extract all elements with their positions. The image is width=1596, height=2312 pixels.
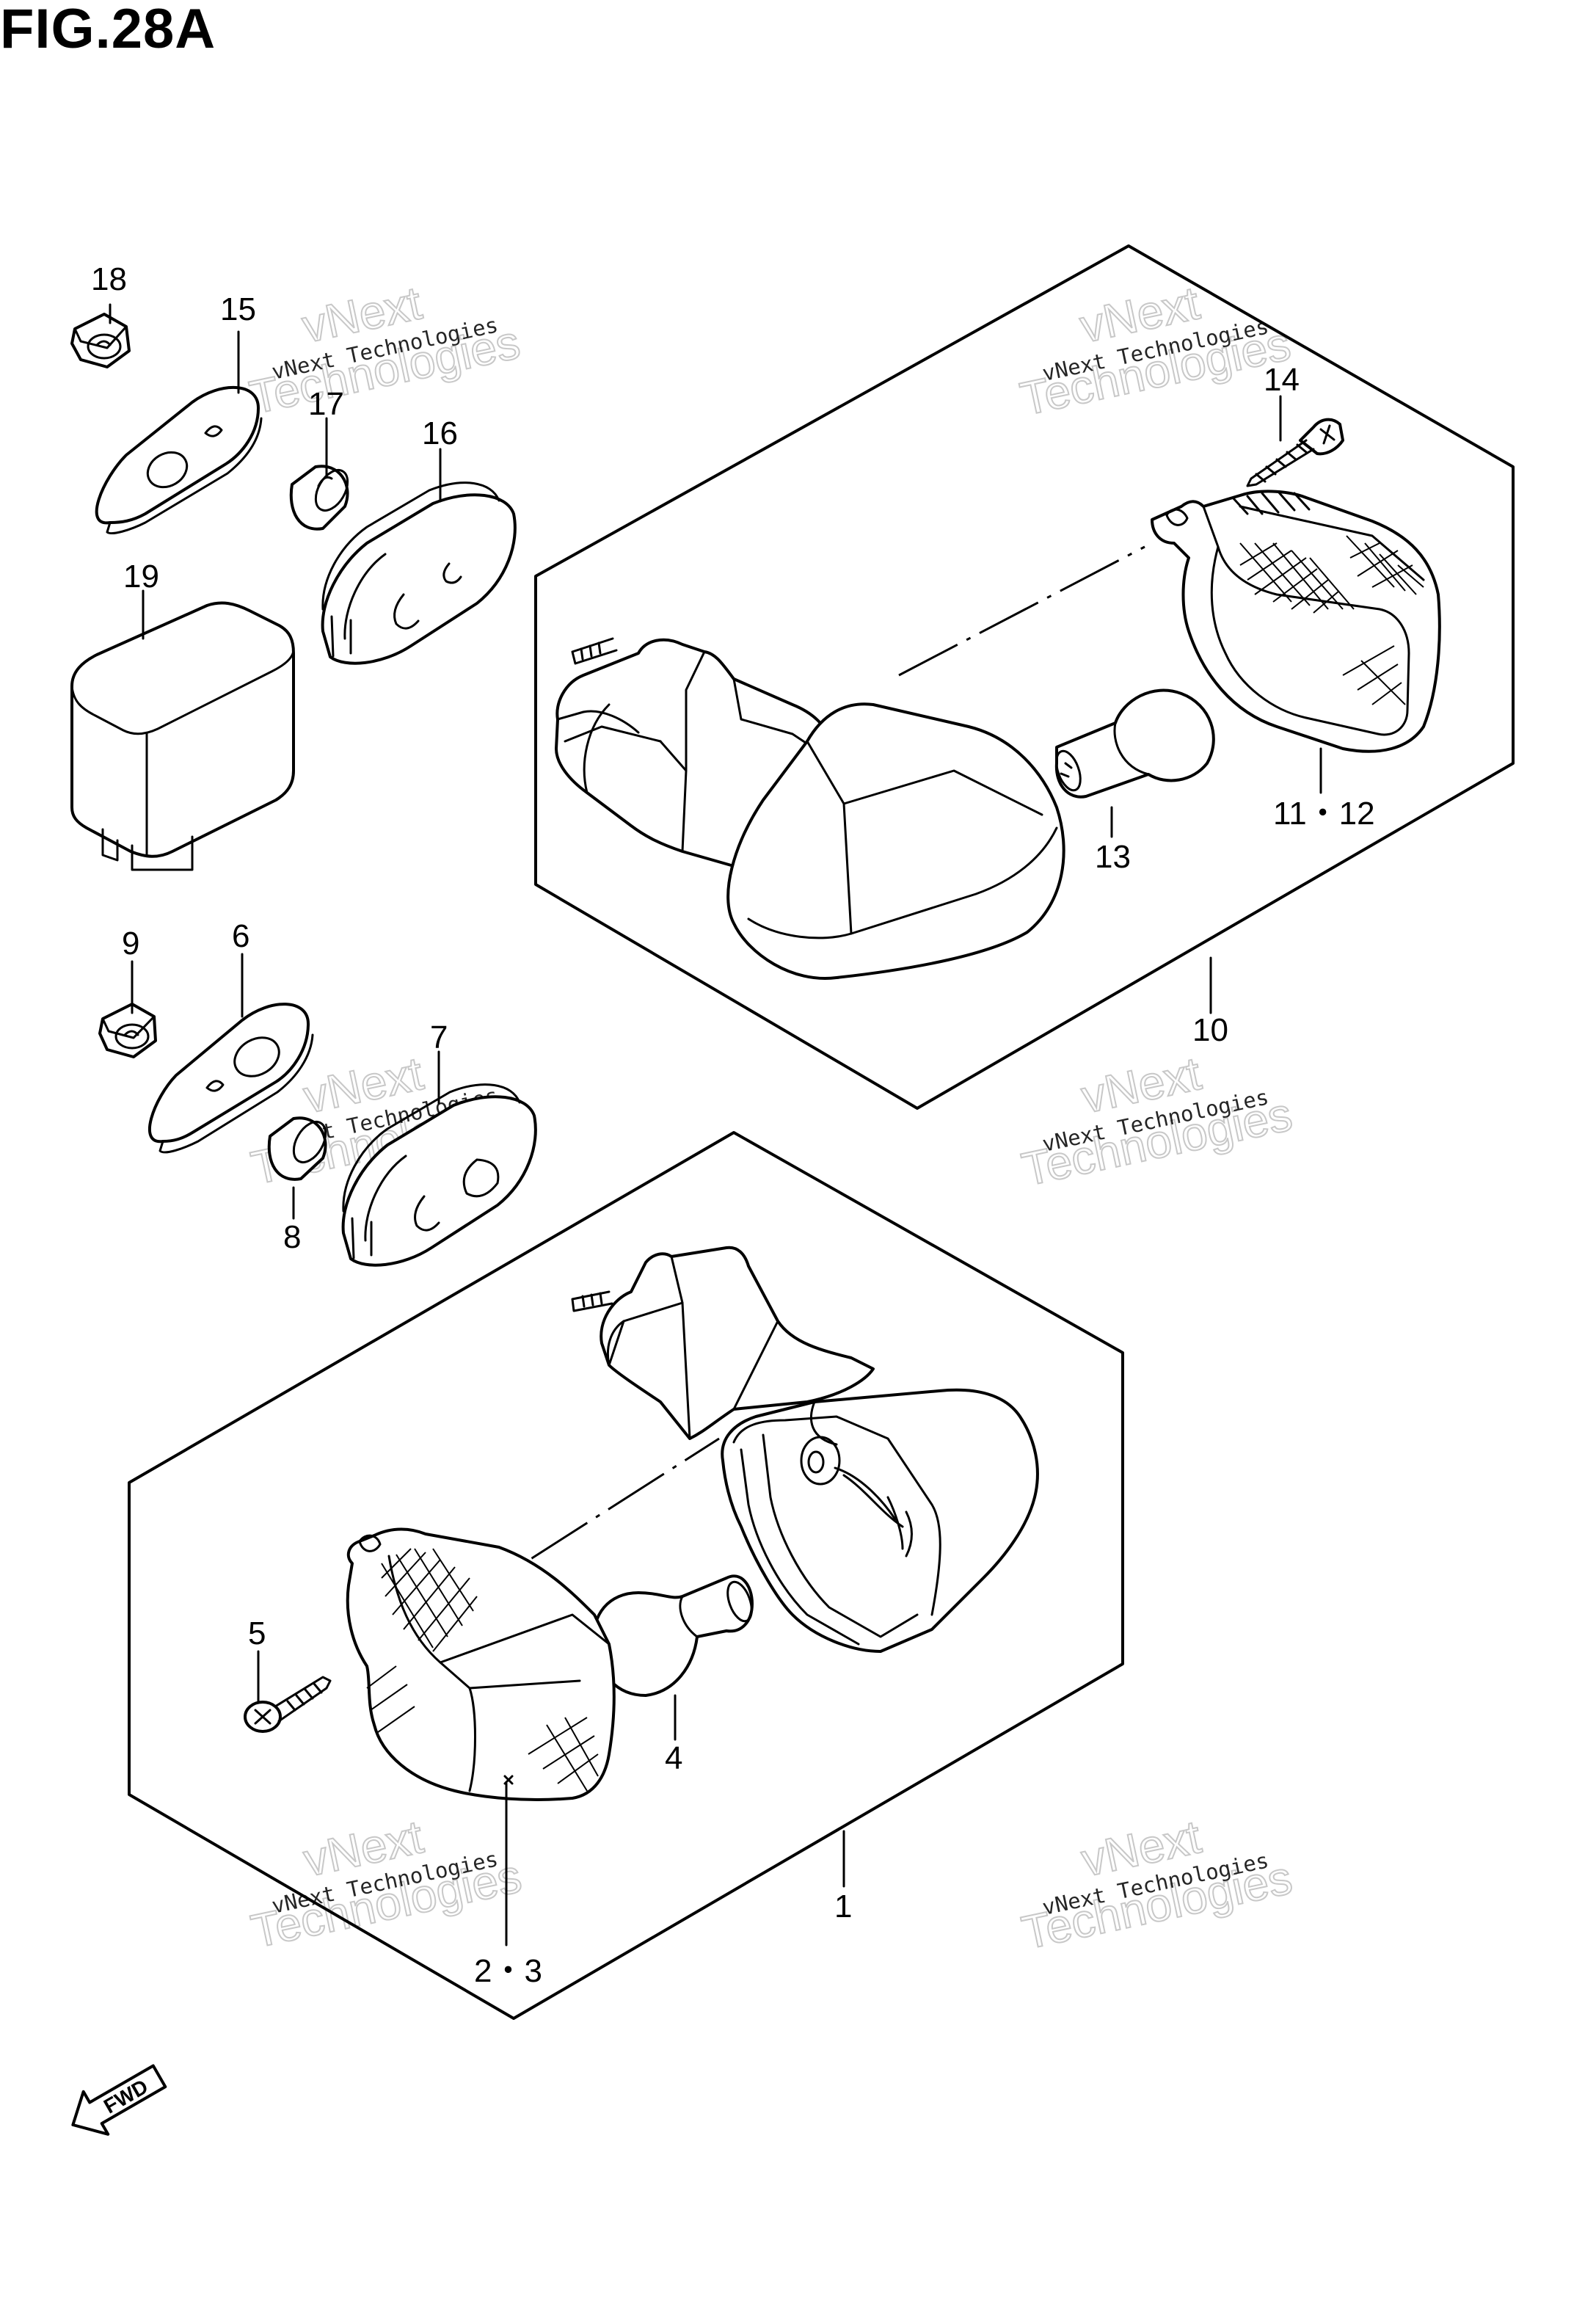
- gasket-part-16: [321, 481, 517, 665]
- relay-part-19: [70, 601, 295, 871]
- centerline-upper: [898, 545, 1145, 677]
- gasket-part-7: [341, 1083, 537, 1267]
- callout-1: 1: [834, 1889, 852, 1924]
- callout-14: 14: [1264, 362, 1300, 398]
- signal-housing-part-1: [571, 1246, 1039, 1653]
- assembly-outline-1: [128, 1131, 1124, 2020]
- callout-17: 17: [308, 386, 344, 422]
- watermark-top-right: vNext Technologies: [1015, 275, 1295, 426]
- leader-lines: [109, 303, 1322, 1946]
- callout-16: 16: [422, 415, 458, 451]
- signal-housing-part-10: [555, 637, 1065, 980]
- collar-part-17: [289, 465, 349, 531]
- figure-title: FIG.28A: [0, 0, 216, 60]
- callout-5: 5: [248, 1615, 266, 1651]
- callout-11-12: 11・12: [1273, 796, 1375, 832]
- screw-part-14: [1246, 418, 1344, 487]
- callout-13: 13: [1095, 839, 1131, 875]
- lens-part-2-3: [346, 1527, 616, 1801]
- collar-part-8: [267, 1116, 327, 1181]
- assembly-outline-10: [534, 244, 1515, 1110]
- callout-7: 7: [430, 1019, 448, 1055]
- callout-9: 9: [122, 926, 139, 961]
- callout-18: 18: [91, 261, 127, 297]
- callout-6: 6: [232, 918, 249, 954]
- callout-2-3: 2・3: [474, 1953, 542, 1989]
- nut-part-9: [98, 1003, 157, 1058]
- plate-part-15: [95, 386, 263, 534]
- bulb-part-13: [1054, 688, 1215, 799]
- callout-4: 4: [665, 1740, 682, 1776]
- bulb-part-4: [592, 1574, 754, 1697]
- callout-19: 19: [123, 559, 159, 595]
- callout-8: 8: [283, 1219, 301, 1255]
- callout-10: 10: [1192, 1012, 1228, 1048]
- plate-part-6: [148, 1003, 314, 1154]
- callout-15: 15: [220, 291, 256, 327]
- nut-part-18: [70, 313, 131, 368]
- forward-direction-arrow-icon: FWD: [71, 2064, 167, 2136]
- screw-part-5: [244, 1676, 332, 1733]
- lens-part-11-12: [1151, 490, 1441, 753]
